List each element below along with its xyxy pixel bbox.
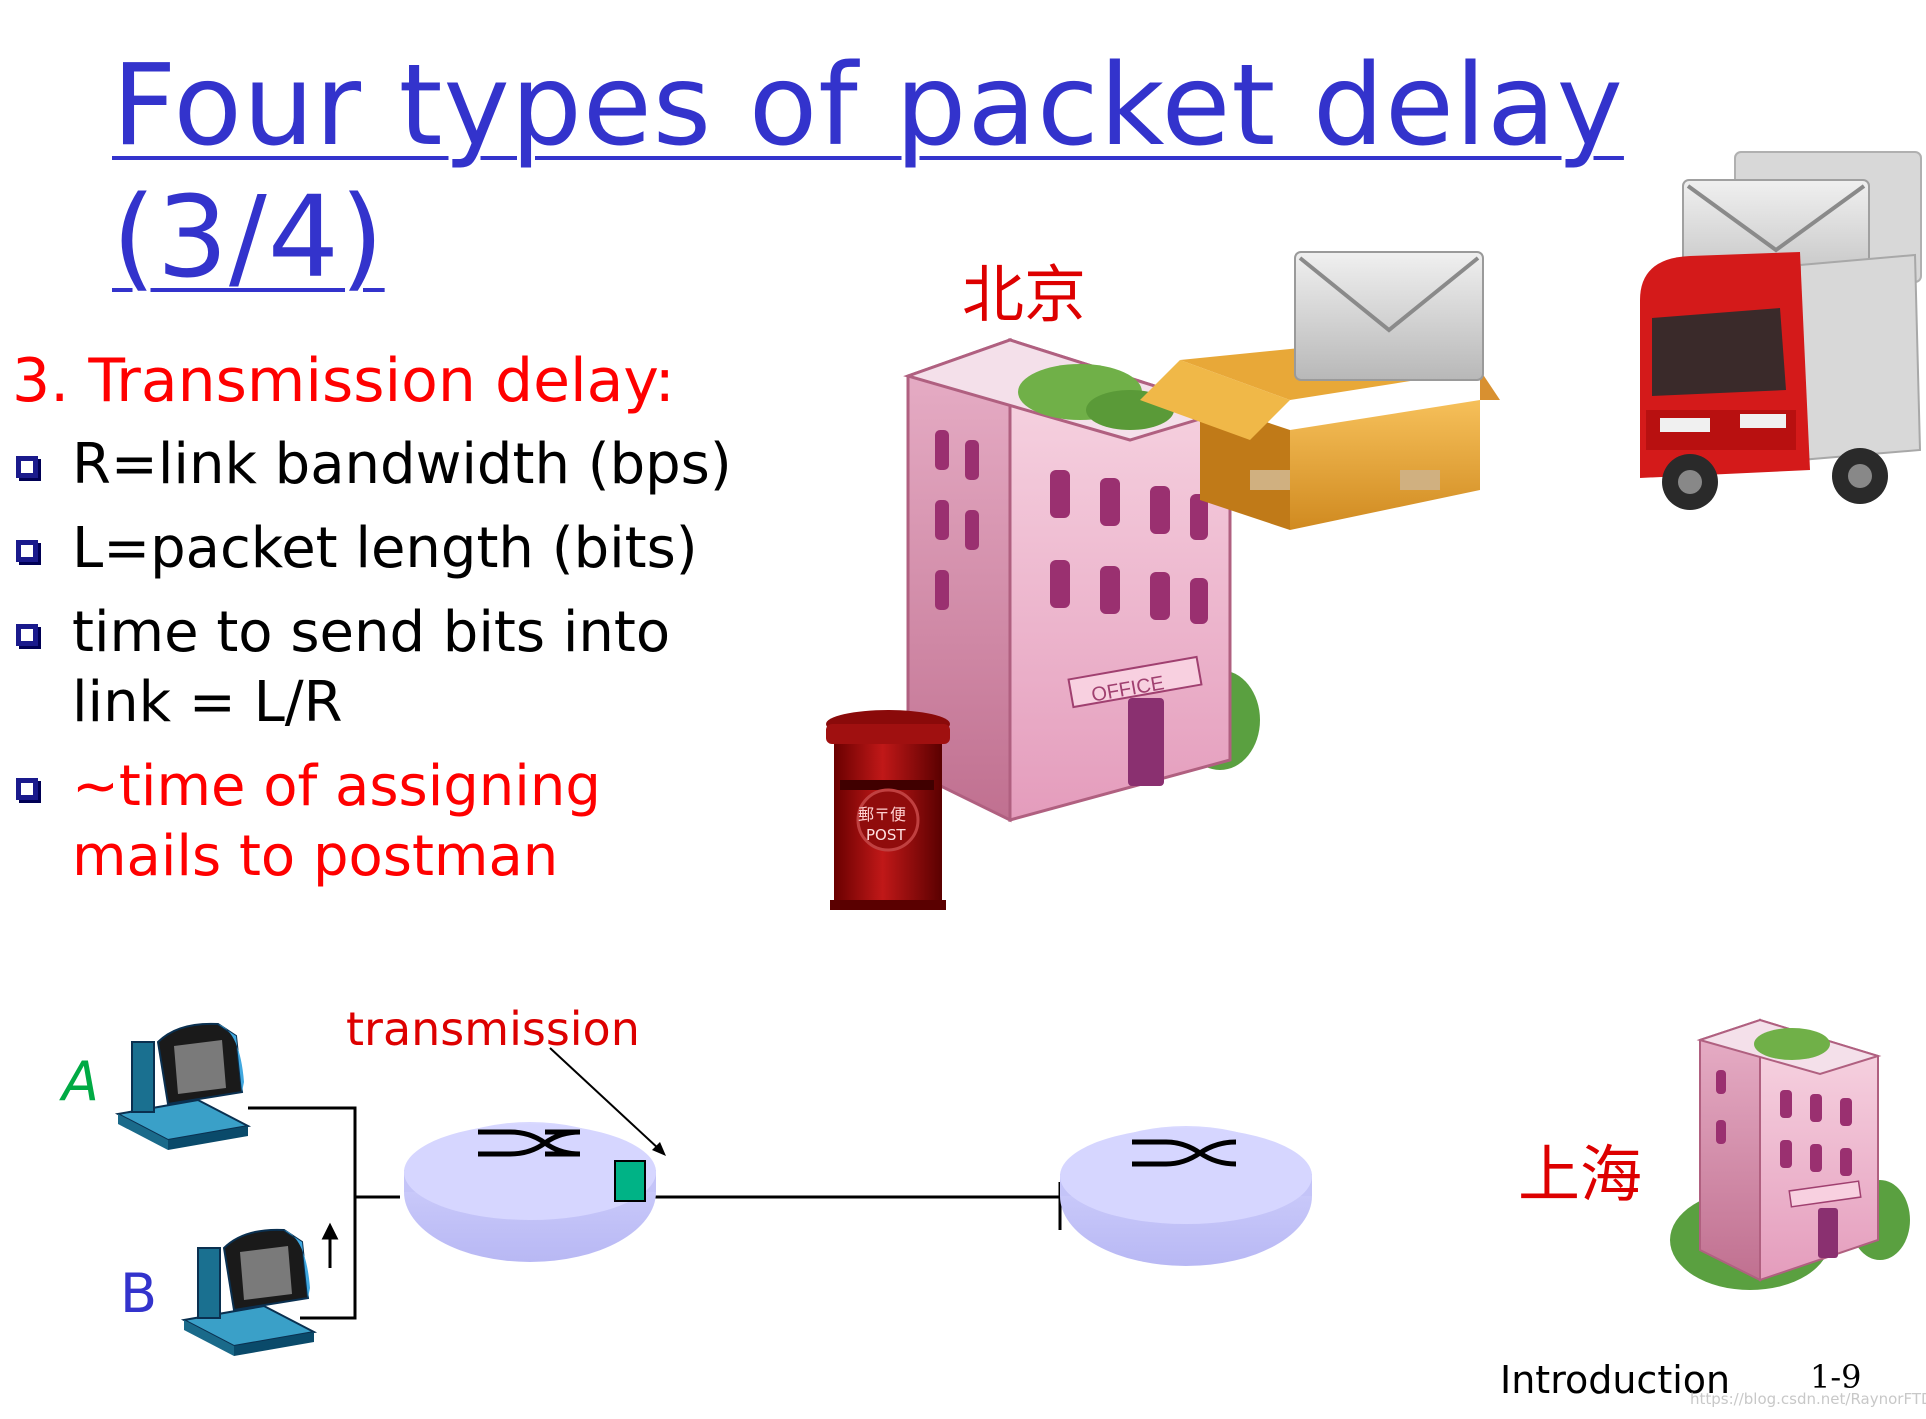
- page-number: 1-9: [1810, 1358, 1862, 1396]
- upload-arrow-icon: [321, 1222, 339, 1268]
- router-icon: [1060, 1126, 1312, 1266]
- bullet-item: R=link bandwidth (bps): [12, 430, 752, 500]
- computer-icon: [180, 1228, 318, 1356]
- city-label-shanghai: 上海: [1518, 1138, 1643, 1211]
- network-links: [248, 1106, 1062, 1320]
- host-label-b: B: [120, 1262, 158, 1325]
- title-line-2: (3/4): [112, 173, 385, 303]
- computer-icon: [114, 1022, 252, 1150]
- city-label-beijing: 北京: [962, 258, 1087, 331]
- packet-icon: [614, 1160, 646, 1202]
- bullet-item: time to send bits into link = L/R: [12, 598, 752, 738]
- postbox-text: POST: [866, 826, 906, 844]
- watermark: https://blog.csdn.net/RaynorFTD: [1690, 1390, 1926, 1408]
- transmission-pointer-arrow: [549, 1047, 666, 1156]
- envelope-icon: [1294, 251, 1484, 381]
- host-label-a: A: [62, 1050, 99, 1113]
- post-box-icon: 郵〒便 POST: [826, 710, 950, 910]
- square-bullet-icon: [16, 456, 38, 478]
- footer-label: Introduction: [1500, 1358, 1731, 1402]
- bullet-text: R=link bandwidth (bps): [72, 432, 732, 497]
- square-bullet-icon: [16, 540, 38, 562]
- truck-icon: [1640, 252, 1922, 510]
- square-bullet-icon: [16, 778, 38, 800]
- title-line-1: Four types of packet delay: [112, 41, 1624, 171]
- bullet-item: L=packet length (bits): [12, 514, 752, 584]
- transmission-label: transmission: [346, 1002, 640, 1056]
- bullet-text: ~time of assigning mails to postman: [72, 754, 601, 889]
- bullet-item-highlight: ~time of assigning mails to postman: [12, 752, 752, 892]
- bullet-text: L=packet length (bits): [72, 516, 698, 581]
- building-icon: [1670, 1018, 1910, 1290]
- building-icon: OFFICE: [903, 337, 1260, 823]
- section-heading: 3. Transmission delay:: [12, 346, 675, 416]
- bullet-text: time to send bits into link = L/R: [72, 600, 671, 735]
- bullet-list: R=link bandwidth (bps) L=packet length (…: [12, 430, 752, 906]
- square-bullet-icon: [16, 624, 38, 646]
- slide-title: Four types of packet delay (3/4): [112, 40, 1624, 304]
- postbox-kanji: 郵〒便: [858, 805, 906, 824]
- router-icon: [404, 1122, 656, 1262]
